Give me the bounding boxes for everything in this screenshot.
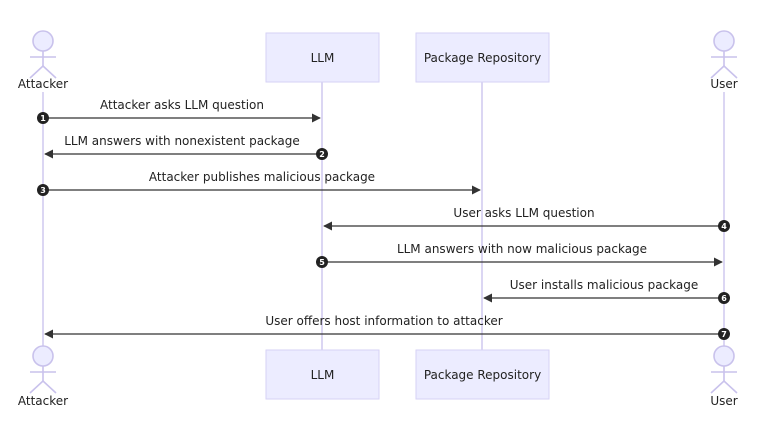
message-7-badge (718, 328, 730, 340)
message-5-badge (316, 256, 328, 268)
participant-repo-bottom-label: Package Repository (424, 368, 541, 382)
message-3: Attacker publishes malicious package 3 (37, 170, 481, 196)
actor-attacker-top-label: Attacker (18, 77, 68, 91)
message-2-label: LLM answers with nonexistent package (64, 134, 300, 148)
actor-user-top-label: User (710, 77, 737, 91)
actor-user-bottom: User (710, 345, 738, 408)
message-5: LLM answers with now malicious package 5 (316, 242, 723, 268)
actor-attacker-bottom: Attacker (18, 345, 68, 408)
message-6: User installs malicious package 6 (483, 278, 730, 304)
participant-llm-bottom: LLM (265, 349, 380, 400)
actor-user-bottom-label: User (710, 394, 737, 408)
message-7-label: User offers host information to attacker (265, 314, 502, 328)
message-1-label: Attacker asks LLM question (100, 98, 264, 112)
message-3-number: 3 (40, 186, 46, 195)
message-1: Attacker asks LLM question 1 (37, 98, 321, 124)
message-2: LLM answers with nonexistent package 2 (44, 134, 328, 160)
participant-llm-top-label: LLM (311, 51, 335, 65)
message-3-label: Attacker publishes malicious package (149, 170, 375, 184)
participant-llm-bottom-label: LLM (311, 368, 335, 382)
message-4-number: 4 (721, 222, 727, 231)
participant-repo-top-label: Package Repository (424, 51, 541, 65)
participant-llm-top: LLM (265, 32, 380, 83)
message-5-number: 5 (319, 258, 325, 267)
message-2-badge (316, 148, 328, 160)
message-1-number: 1 (40, 114, 46, 123)
message-4: User asks LLM question 4 (323, 206, 730, 232)
participant-repo-bottom: Package Repository (415, 349, 550, 400)
participant-repo-top: Package Repository (415, 32, 550, 83)
message-7-number: 7 (721, 330, 727, 339)
actor-attacker-bottom-label: Attacker (18, 394, 68, 408)
message-6-badge (718, 292, 730, 304)
message-2-number: 2 (319, 150, 325, 159)
message-4-label: User asks LLM question (453, 206, 594, 220)
message-7: User offers host information to attacker… (44, 314, 730, 340)
message-5-label: LLM answers with now malicious package (397, 242, 647, 256)
message-6-label: User installs malicious package (510, 278, 698, 292)
actor-user-top: User (710, 30, 738, 91)
message-1-badge (37, 112, 49, 124)
message-4-badge (718, 220, 730, 232)
message-3-badge (37, 184, 49, 196)
actor-attacker-top: Attacker (18, 30, 68, 91)
message-6-number: 6 (721, 294, 727, 303)
